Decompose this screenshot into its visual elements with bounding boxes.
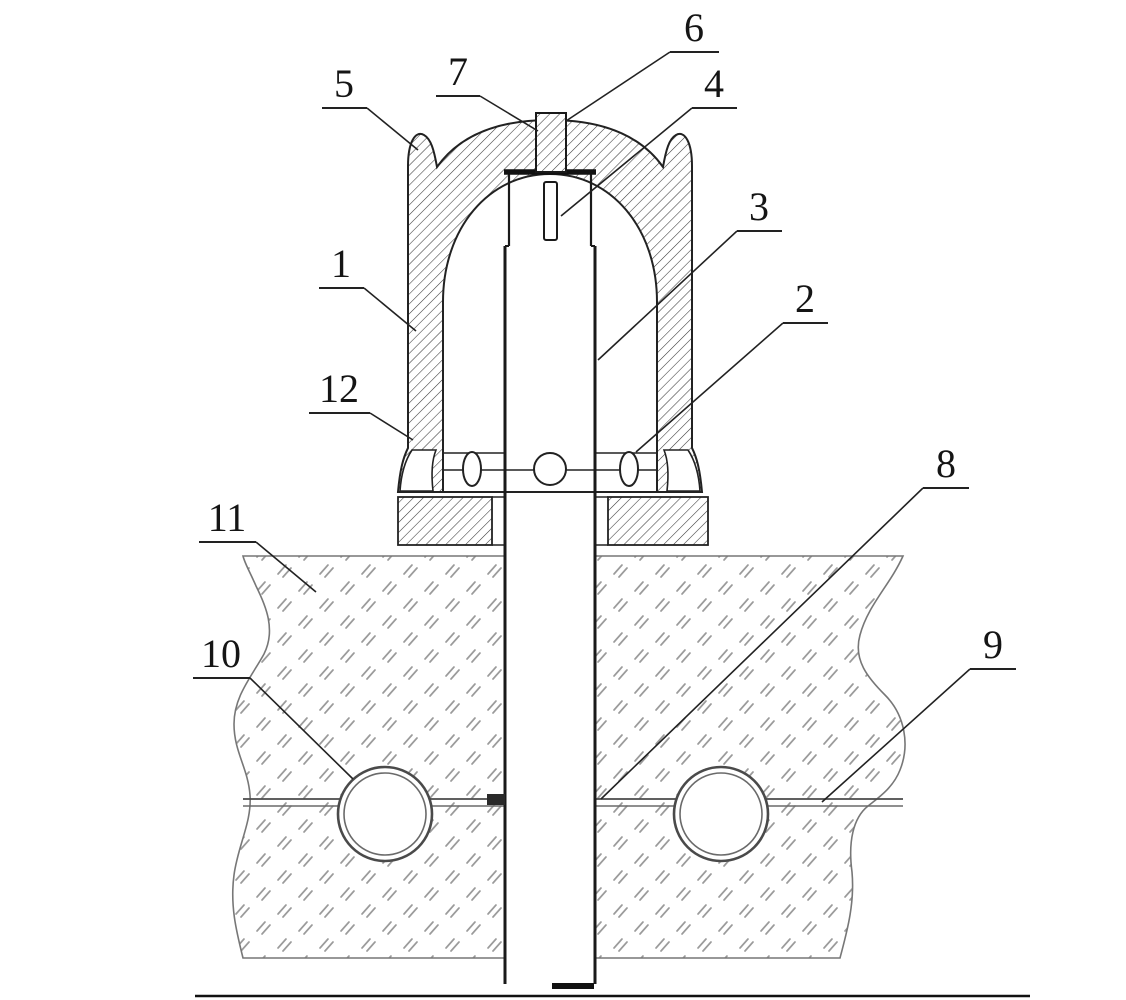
part-label-7: 7 <box>448 49 468 94</box>
locking-slot <box>543 181 558 241</box>
part-label-1: 1 <box>331 241 351 286</box>
leader-12 <box>369 412 414 441</box>
tube-interior <box>506 174 594 986</box>
leader-10 <box>249 677 354 780</box>
leader-9 <box>821 668 971 803</box>
center-hole <box>533 452 567 486</box>
part-label-12: 12 <box>319 366 359 411</box>
part-label-4: 4 <box>704 61 724 106</box>
left-pipe-circle <box>336 765 434 863</box>
part-labels: 5 7 6 4 3 2 1 12 11 8 10 9 <box>193 5 1016 679</box>
leader-8 <box>600 487 924 800</box>
right-pipe-circle <box>672 765 770 863</box>
part-label-6: 6 <box>684 5 704 50</box>
part-label-3: 3 <box>749 184 769 229</box>
channel-tick <box>487 794 505 805</box>
leader-1 <box>363 287 417 332</box>
leader-3 <box>597 230 738 361</box>
base-flange <box>397 496 709 546</box>
part-label-11: 11 <box>208 495 247 540</box>
leader-4 <box>560 107 693 217</box>
left-bolt-hole <box>462 451 482 487</box>
leader-2 <box>635 322 784 453</box>
center-tube <box>503 169 597 984</box>
bottom-border <box>195 983 1030 998</box>
part-label-2: 2 <box>795 276 815 321</box>
bell-foot-left-collar <box>399 449 438 492</box>
leader-7 <box>479 95 539 132</box>
leader-6 <box>565 51 671 122</box>
leader-lines <box>249 51 971 803</box>
bolt-holes <box>443 451 657 487</box>
leader-5 <box>366 107 419 151</box>
part-label-5: 5 <box>334 61 354 106</box>
part-label-8: 8 <box>936 441 956 486</box>
right-bolt-hole <box>619 451 639 487</box>
bell-foot-right-collar <box>662 449 701 492</box>
top-plug <box>535 112 567 173</box>
leader-11 <box>255 541 317 593</box>
part-label-10: 10 <box>201 631 241 676</box>
part-label-9: 9 <box>983 622 1003 667</box>
